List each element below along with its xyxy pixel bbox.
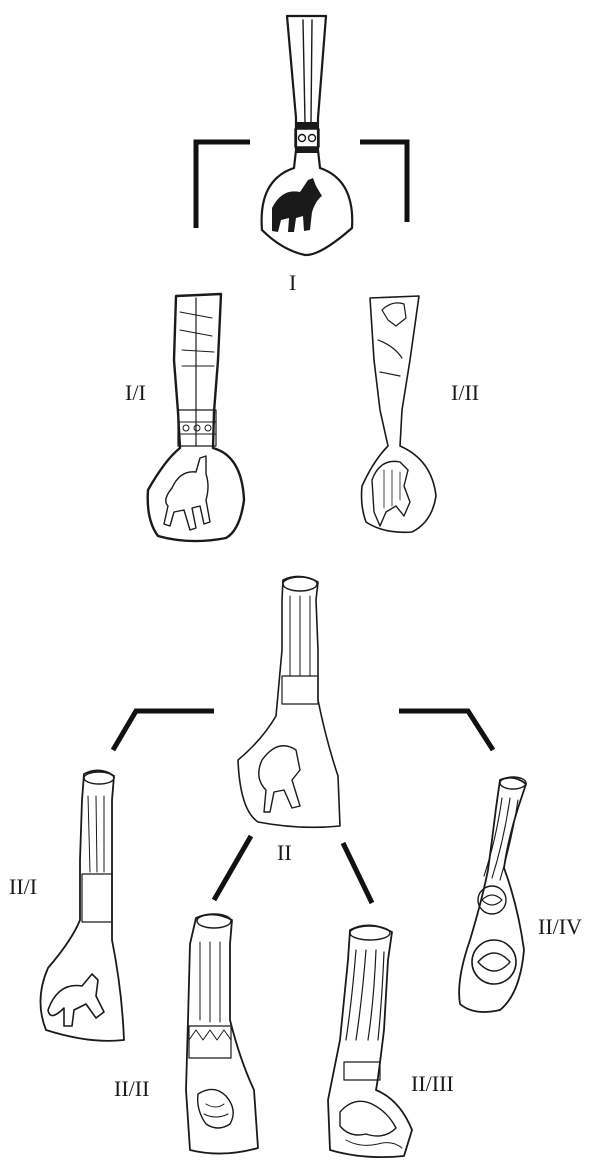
animal-figure	[198, 1089, 234, 1128]
animal-figure	[272, 178, 322, 232]
artifact-type-ii-iii	[328, 925, 412, 1157]
connector-ii-right	[399, 711, 493, 750]
band-top	[295, 122, 319, 129]
animal-figure	[340, 1101, 396, 1136]
animal-figure	[372, 461, 410, 526]
artifact-type-ii-iv	[459, 777, 526, 1012]
connector-ii-left	[113, 711, 214, 750]
artifact-type-i-ii	[362, 296, 437, 532]
label-type-i-i: I/I	[125, 382, 146, 404]
connector-ii-lower-right	[343, 843, 372, 903]
animal-figure	[164, 456, 210, 530]
label-type-ii-ii: II/II	[114, 1078, 149, 1100]
label-type-ii-iii: II/III	[411, 1073, 454, 1095]
label-type-ii-i: II/I	[9, 876, 37, 898]
artifact-type-i	[262, 16, 353, 255]
artifact-type-i-i	[148, 294, 244, 541]
artifact-type-ii-i	[40, 770, 124, 1040]
artifact-type-ii-ii	[186, 914, 258, 1154]
label-type-ii-iv: II/IV	[538, 916, 582, 938]
label-type-ii: II	[277, 842, 292, 864]
animal-figure	[259, 746, 300, 812]
connector-ii-lower-left	[214, 836, 251, 900]
connector-i-right	[360, 142, 407, 222]
label-type-i-ii: I/II	[451, 382, 479, 404]
label-type-i: I	[289, 272, 296, 294]
artifact-type-ii	[238, 576, 340, 827]
animal-figure	[48, 974, 104, 1026]
connector-i-left	[196, 142, 250, 228]
